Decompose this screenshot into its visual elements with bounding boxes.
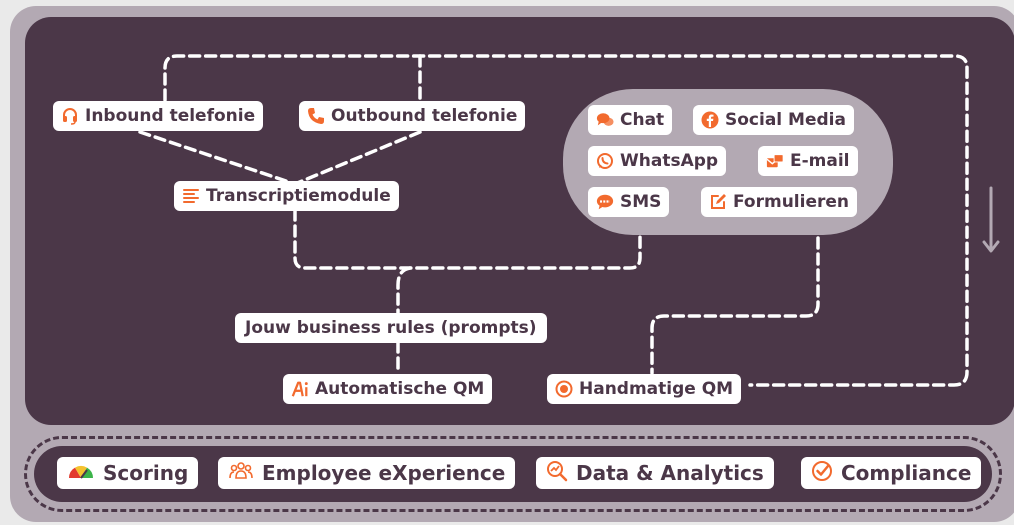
handmatige-qm-label: Handmatige QM	[579, 379, 734, 399]
formulieren-node: Formulieren	[701, 187, 858, 217]
compliance-label: Compliance	[841, 461, 972, 485]
sms-label: SMS	[620, 192, 662, 212]
scoring-pill: Scoring	[57, 457, 199, 489]
phone-icon	[307, 107, 325, 125]
edit-icon	[709, 193, 727, 211]
bottom-dashed-border	[24, 436, 1002, 512]
transcriptiemodule-node: Transcriptiemodule	[174, 181, 399, 211]
email-node: E-mail	[758, 146, 858, 176]
email-label: E-mail	[790, 151, 850, 171]
data-analytics-pill: Data & Analytics	[536, 457, 774, 489]
gauge-icon	[67, 461, 95, 485]
outbound-telefonie-label: Outbound telefonie	[331, 106, 518, 126]
employee-experience-label: Employee eXperience	[262, 461, 506, 485]
analytics-icon	[546, 460, 568, 487]
formulieren-label: Formulieren	[733, 192, 850, 212]
outbound-telefonie-node: Outbound telefonie	[299, 101, 526, 131]
record-icon	[555, 380, 573, 398]
text-lines-icon	[182, 187, 200, 205]
social-media-node: Social Media	[693, 105, 854, 135]
chat-bubbles-icon	[596, 111, 614, 129]
inbound-telefonie-label: Inbound telefonie	[85, 106, 256, 126]
scoring-label: Scoring	[103, 461, 189, 485]
data-analytics-label: Data & Analytics	[576, 461, 764, 485]
down-arrow-icon	[981, 186, 1001, 256]
facebook-icon	[701, 111, 719, 129]
email-icon	[766, 152, 784, 170]
compliance-pill: Compliance	[801, 457, 982, 489]
whatsapp-node: WhatsApp	[588, 146, 727, 176]
whatsapp-icon	[596, 152, 614, 170]
headset-icon	[61, 107, 79, 125]
inbound-telefonie-node: Inbound telefonie	[53, 101, 264, 131]
business-rules-label: Jouw business rules (prompts)	[245, 318, 537, 338]
business-rules-node: Jouw business rules (prompts)	[235, 313, 547, 343]
employee-experience-pill: Employee eXperience	[218, 457, 516, 489]
handmatige-qm-node: Handmatige QM	[547, 374, 742, 404]
people-icon	[228, 461, 254, 486]
chat-node: Chat	[588, 105, 673, 135]
sms-icon	[596, 193, 614, 211]
sms-node: SMS	[588, 187, 670, 217]
chat-label: Chat	[620, 110, 665, 130]
automatische-qm-label: Automatische QM	[315, 379, 485, 399]
check-circle-icon	[811, 460, 833, 487]
social-media-label: Social Media	[725, 110, 846, 130]
ai-icon	[291, 380, 309, 398]
whatsapp-label: WhatsApp	[620, 151, 719, 171]
diagram-panel	[25, 17, 1014, 425]
automatische-qm-node: Automatische QM	[283, 374, 493, 404]
transcriptiemodule-label: Transcriptiemodule	[206, 186, 391, 206]
